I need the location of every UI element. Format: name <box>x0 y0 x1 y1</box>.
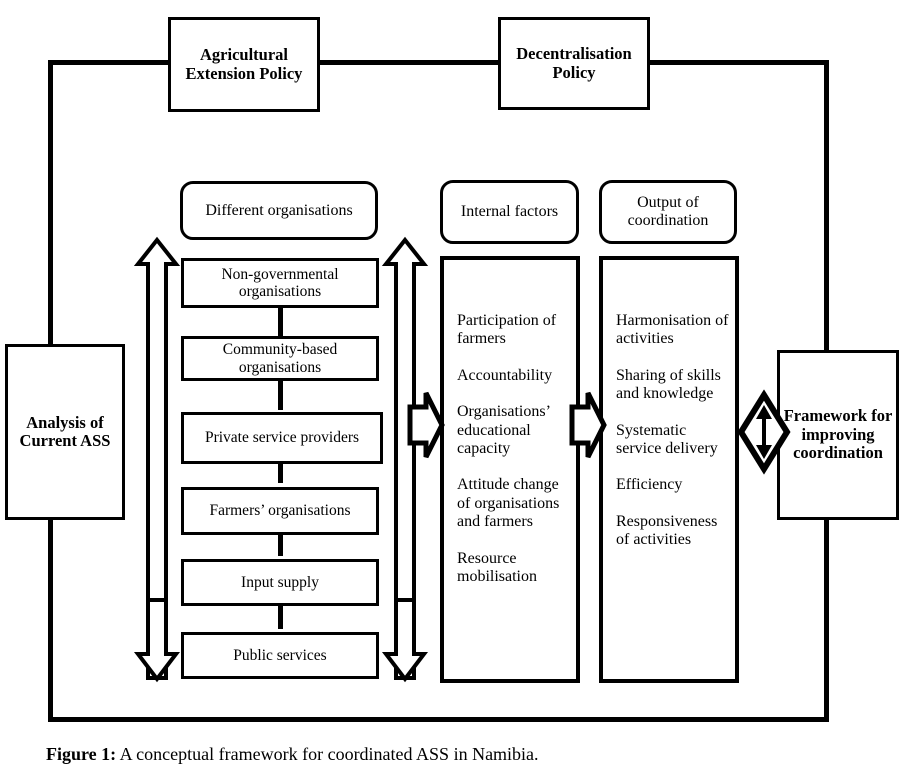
org-connector-3 <box>278 451 283 483</box>
outer-frame-top-right-segment <box>649 60 829 65</box>
chevron-into-framework-icon <box>752 400 782 464</box>
column-header-label: Different organisations <box>205 201 353 219</box>
outer-frame-top-middle-segment <box>320 60 502 65</box>
organisation-label: Community-based organisations <box>222 341 338 376</box>
policy-label: Decentralisation Policy <box>516 44 632 82</box>
output-item: Harmonisation of activities <box>616 312 729 348</box>
organisation-box[interactable]: Input supply <box>181 559 379 606</box>
figure-caption-text: A conceptual framework for coordinated A… <box>116 744 539 764</box>
figure-caption: Figure 1: A conceptual framework for coo… <box>46 744 886 765</box>
column-header-label: Internal factors <box>460 203 559 221</box>
analysis-label: Analysis of Current ASS <box>19 412 111 450</box>
analysis-of-current-ass-box[interactable]: Analysis of Current ASS <box>5 344 125 520</box>
org-connector-1 <box>278 305 283 337</box>
internal-factor-item: Resource mobilisation <box>457 549 537 585</box>
internal-factor-item: Participation of farmers <box>457 312 557 348</box>
framework-label: Framework for improving coordination <box>783 406 893 463</box>
policy-box-decentralisation[interactable]: Decentralisation Policy <box>498 17 650 110</box>
organisation-box[interactable]: Farmers’ organisations <box>181 487 379 535</box>
output-item: Systematic service delivery <box>616 421 718 457</box>
output-list: Harmonisation of activities Sharing of s… <box>616 312 729 550</box>
organisation-label: Private service providers <box>204 429 360 447</box>
org-connector-5 <box>278 597 283 629</box>
policy-label: Agricultural Extension Policy <box>185 45 303 83</box>
internal-factor-item: Attitude change of organisations and far… <box>457 476 560 531</box>
org-left-down-arrow <box>133 598 181 683</box>
organisation-label: Farmers’ organisations <box>209 502 351 520</box>
arrow-output-to-framework-diamond <box>737 389 791 475</box>
internal-factor-item: Organisations’ educational capacity <box>457 403 550 457</box>
organisation-label: Input supply <box>241 573 319 591</box>
output-item: Responsiveness of activities <box>616 512 718 549</box>
organisation-box[interactable]: Non-governmental organisations <box>181 258 379 308</box>
column-header-label: Output of coordination <box>627 194 709 229</box>
arrow-organisations-to-internal-factors <box>407 391 445 459</box>
organisation-box[interactable]: Private service providers <box>181 412 383 464</box>
internal-factors-list: Participation of farmers Accountability … <box>457 312 570 586</box>
column-header-internal-factors[interactable]: Internal factors <box>440 180 579 244</box>
org-connector-4 <box>278 524 283 556</box>
column-header-output-of-coordination[interactable]: Output of coordination <box>599 180 737 244</box>
outer-frame-top-left-segment <box>48 60 176 65</box>
output-item: Efficiency <box>616 476 683 494</box>
output-item: Sharing of skills and knowledge <box>616 366 721 403</box>
org-right-down-arrow <box>381 598 429 683</box>
organisation-box[interactable]: Community-based organisations <box>181 336 379 381</box>
org-connector-2 <box>278 378 283 410</box>
figure-caption-label: Figure 1: <box>46 744 117 764</box>
outer-frame-bottom-edge <box>48 717 829 722</box>
internal-factor-item: Accountability <box>457 366 553 384</box>
arrow-internal-factors-to-output <box>569 391 607 459</box>
organisation-label: Non-governmental organisations <box>221 265 339 300</box>
organisation-label: Public services <box>233 646 327 664</box>
output-of-coordination-column: Harmonisation of activities Sharing of s… <box>599 256 739 683</box>
column-header-different-organisations[interactable]: Different organisations <box>180 181 378 240</box>
policy-box-agricultural-extension[interactable]: Agricultural Extension Policy <box>168 17 320 112</box>
internal-factors-column: Participation of farmers Accountability … <box>440 256 580 683</box>
framework-for-improving-coordination-box[interactable]: Framework for improving coordination <box>777 350 899 520</box>
organisation-box[interactable]: Public services <box>181 632 379 679</box>
